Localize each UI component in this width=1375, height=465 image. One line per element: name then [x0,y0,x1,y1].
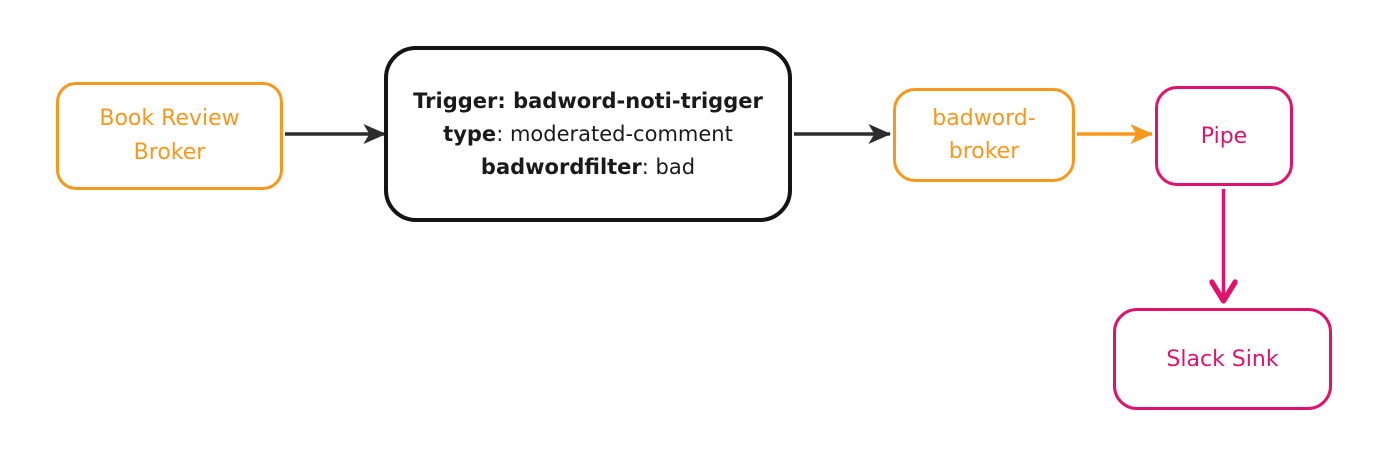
node-label: Slack Sink [1166,346,1279,372]
trigger-filter-value: : bad [641,154,696,179]
node-label: Broker [133,140,206,165]
trigger-type-key: type [443,121,497,146]
node-label: badword- [932,106,1036,131]
node-label: broker [948,139,1020,164]
trigger-title-line: Trigger: badword-noti-trigger [413,85,763,118]
trigger-name-text: Trigger: badword-noti-trigger [413,88,763,113]
node-pipe: Pipe [1155,86,1293,186]
node-slack-sink: Slack Sink [1113,308,1332,410]
node-badword-broker: badword- broker [893,88,1075,182]
trigger-filter-key: badwordfilter [480,154,642,179]
trigger-type-line: type: moderated-comment [443,118,733,151]
node-trigger-details: Trigger: badword-noti-trigger type: mode… [384,46,792,222]
node-label: Pipe [1200,123,1248,149]
node-label: Book Review [99,106,240,131]
trigger-filter-line: badwordfilter: bad [481,151,695,184]
trigger-type-value: : moderated-comment [496,121,733,146]
node-book-review-broker: Book Review Broker [56,82,283,190]
